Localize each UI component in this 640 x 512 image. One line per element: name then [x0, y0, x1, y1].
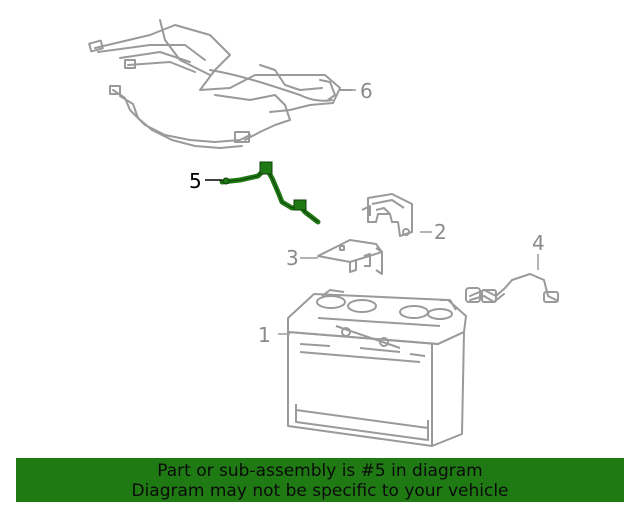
battery-cable-part-5[interactable] [219, 161, 321, 225]
leader-lines [205, 89, 539, 335]
callout-3[interactable]: 3 [286, 246, 299, 270]
battery-part-1[interactable] [287, 289, 467, 447]
callout-6[interactable]: 6 [360, 79, 373, 103]
wiring-harness-part-6[interactable] [88, 19, 353, 149]
callout-1[interactable]: 1 [258, 323, 271, 347]
banner-line-part-number: Part or sub-assembly is #5 in diagram [157, 461, 483, 481]
sensor-cable-part-4[interactable] [465, 273, 559, 303]
info-banner: Part or sub-assembly is #5 in diagram Di… [16, 458, 624, 502]
banner-line-disclaimer: Diagram may not be specific to your vehi… [131, 481, 509, 501]
callout-5[interactable]: 5 [189, 169, 202, 193]
callout-4[interactable]: 4 [532, 231, 545, 255]
battery-support-part-3[interactable] [317, 239, 383, 275]
parts-diagram: 1 2 3 4 5 6 [88, 19, 559, 447]
callout-2[interactable]: 2 [434, 220, 447, 244]
hold-down-bracket-part-2[interactable] [361, 193, 413, 237]
